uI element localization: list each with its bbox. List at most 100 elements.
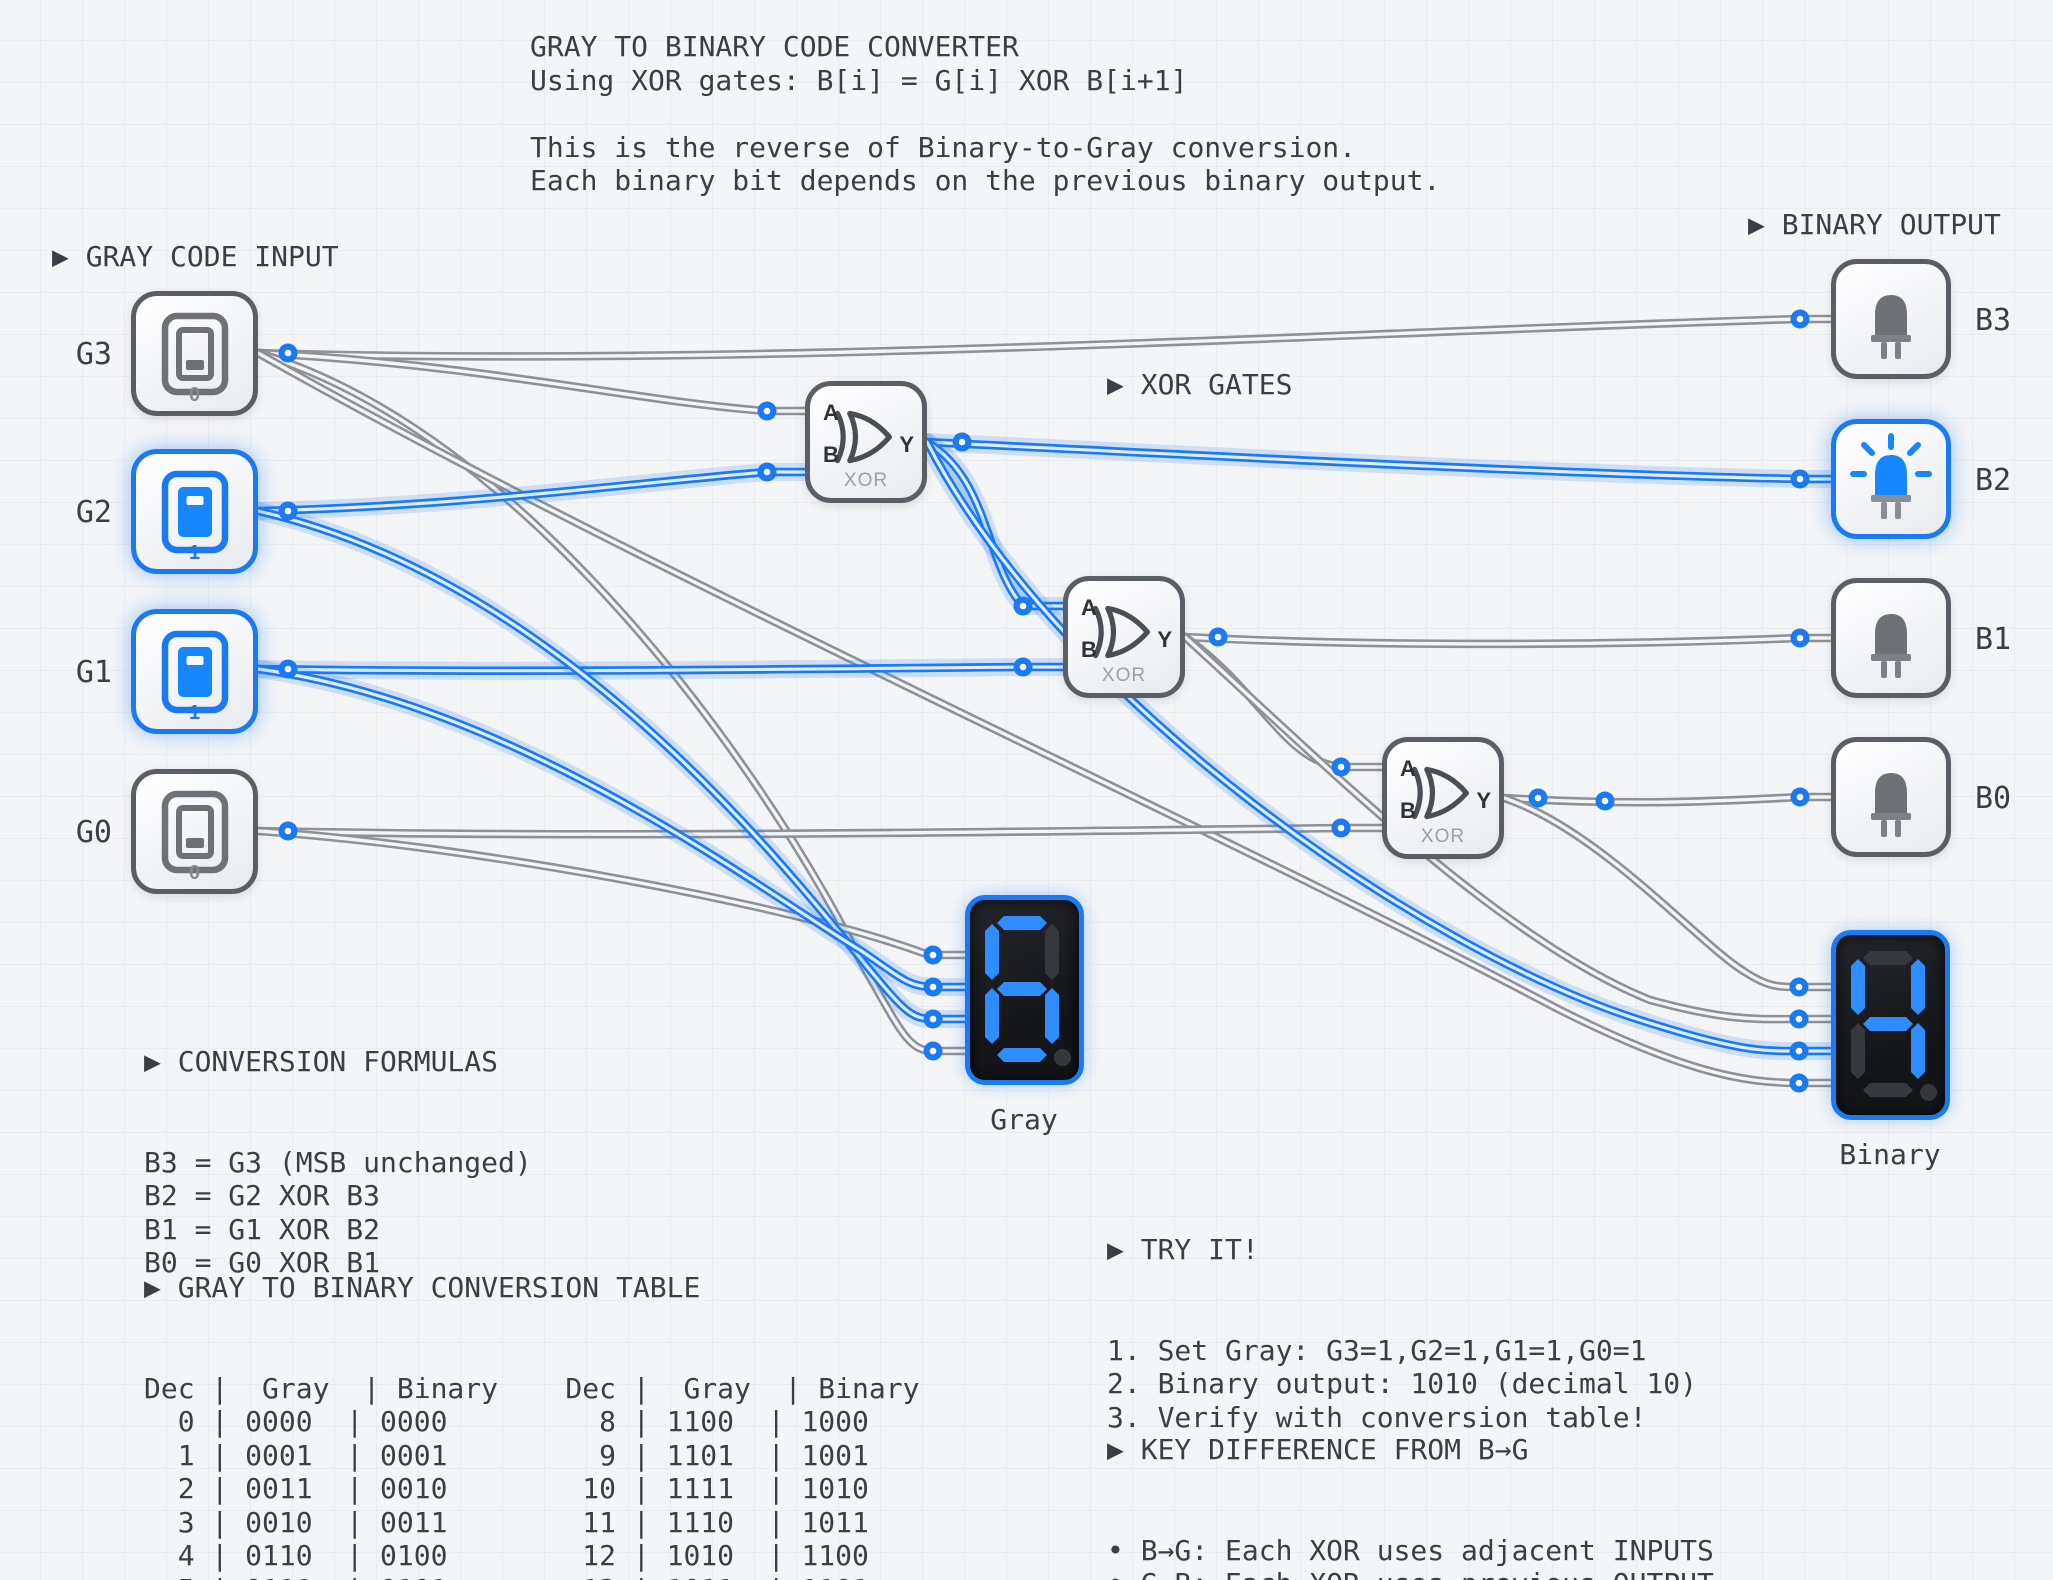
gate-port-a-label: A	[1081, 595, 1097, 620]
wire	[256, 317, 1833, 359]
wire	[256, 351, 1833, 1085]
led-icon	[1871, 295, 1911, 359]
segment-f	[985, 924, 999, 980]
switch-value: 1	[188, 542, 201, 564]
segment-e	[985, 988, 999, 1044]
wire	[256, 829, 967, 957]
text-line: Each binary bit depends on the previous …	[530, 164, 1441, 197]
text-line: This is the reverse of Binary-to-Gray co…	[530, 130, 1357, 164]
gate-port-a-label: A	[823, 400, 839, 425]
wire	[256, 351, 967, 1053]
try-it-block: ▶ TRY IT! 1. Set Gray: G3=1,G2=1,G1=1,G0…	[1107, 1166, 1697, 1501]
connection-port-dot-center	[958, 438, 966, 446]
text-line: • B→G: Each XOR uses adjacent INPUTS	[1107, 1533, 1714, 1567]
connection-port-dot-center	[1795, 983, 1803, 991]
led-icon	[1850, 433, 1932, 519]
gate-type-label: XOR	[1420, 826, 1466, 847]
switch-label-g0: G0	[75, 815, 112, 850]
toggle-switch-icon	[161, 630, 228, 713]
gate-port-b-label: B	[823, 442, 839, 467]
key-difference-title: ▶ KEY DIFFERENCE FROM B→G	[1107, 1433, 1529, 1466]
connection-port-dot-center	[929, 951, 937, 959]
wire	[1502, 795, 1833, 804]
table-row: 1 | 0001 | 0001 9 | 1101 | 1001	[144, 1438, 869, 1472]
gate-port-b-label: B	[1400, 798, 1416, 823]
decimal-point	[1054, 1049, 1071, 1066]
connection-port-dot-center	[1796, 475, 1804, 483]
formulas-title: ▶ CONVERSION FORMULAS	[144, 1045, 499, 1078]
wire	[1183, 635, 1833, 646]
wire	[253, 467, 810, 516]
toggle-switch-icon	[161, 790, 228, 873]
connection-port-dot-center	[1795, 1015, 1803, 1023]
text-line: 1. Set Gray: G3=1,G2=1,G1=1,G0=1	[1107, 1333, 1647, 1367]
wire	[256, 665, 1065, 673]
led-b1	[1831, 578, 1951, 698]
connection-port-dot-center	[284, 827, 292, 835]
led-icon	[1871, 614, 1911, 678]
xor-gate-2: A B Y XOR	[1063, 576, 1185, 698]
wire	[925, 440, 1065, 608]
switch-label-g1: G1	[75, 655, 112, 690]
segment-a	[997, 916, 1047, 930]
connection-port-dot-center	[1796, 793, 1804, 801]
wire	[1180, 632, 1387, 772]
gate-port-y-label: Y	[1157, 627, 1172, 652]
seven-segment-digit	[985, 916, 1059, 1062]
segment-c	[1045, 988, 1059, 1044]
wire	[253, 826, 970, 960]
text-line: B2 = G2 XOR B3	[144, 1179, 381, 1212]
switch-value: 0	[188, 384, 201, 406]
gate-type-label: XOR	[843, 470, 889, 491]
toggle-switch-icon	[161, 312, 228, 395]
connection-port-dot-center	[1214, 633, 1222, 641]
wire	[256, 470, 807, 513]
segment-d	[997, 1048, 1047, 1062]
switch-g2[interactable]: 1	[131, 449, 258, 574]
segment-g	[997, 982, 1047, 996]
switch-value: 1	[188, 702, 201, 724]
segment-g	[1863, 1017, 1913, 1031]
led-label-b3: B3	[1975, 303, 2012, 338]
text-line: B1 = G1 XOR B2	[144, 1212, 381, 1246]
seven-segment-digit	[1851, 951, 1925, 1097]
wire	[256, 351, 807, 413]
switch-label-g2: G2	[75, 495, 112, 530]
decimal-point	[1920, 1084, 1937, 1101]
text-line: GRAY TO BINARY CODE CONVERTER	[530, 30, 1019, 63]
gate-port-y-label: Y	[899, 432, 914, 457]
led-icon	[1871, 773, 1911, 837]
connection-port-dot-center	[1795, 1079, 1803, 1087]
switch-g3[interactable]: 0	[131, 291, 258, 416]
wire	[1183, 635, 1833, 1021]
text-line: • G→B: Each XOR uses previous OUTPUT	[1107, 1567, 1781, 1580]
segment-e	[1851, 1023, 1865, 1079]
segment-b	[1911, 959, 1925, 1015]
table-title: ▶ GRAY TO BINARY CONVERSION TABLE	[144, 1271, 701, 1304]
binary-output-heading: ▶ BINARY OUTPUT	[1748, 208, 2001, 241]
key-difference-bullets: • B→G: Each XOR uses adjacent INPUTS• G→…	[1107, 1534, 1781, 1580]
switch-label-g3: G3	[75, 337, 112, 372]
switch-g0[interactable]: 0	[131, 769, 258, 894]
table-row: 3 | 0010 | 0011 11 | 1110 | 1011	[144, 1505, 869, 1539]
toggle-switch-icon	[161, 470, 228, 553]
gate-port-b-label: B	[1081, 637, 1097, 662]
table-row: 2 | 0011 | 0010 10 | 1111 | 1010	[144, 1472, 869, 1505]
wire	[256, 826, 1384, 836]
table-rows: Dec | Gray | Binary Dec | Gray | Binary …	[144, 1372, 919, 1580]
table-row: Dec | Gray | Binary Dec | Gray | Binary	[144, 1371, 920, 1405]
connection-port-dot-center	[1796, 315, 1804, 323]
segment-c	[1911, 1023, 1925, 1079]
connection-port-dot-center	[929, 1015, 937, 1023]
table-row: 4 | 0110 | 0100 12 | 1010 | 1100	[144, 1539, 869, 1572]
display-label-gray: Gray	[990, 1103, 1058, 1136]
xor-symbol-icon	[1092, 605, 1150, 659]
switch-g1[interactable]: 1	[131, 609, 258, 734]
connection-port-dot-center	[1337, 763, 1345, 771]
text-line: B3 = G3 (MSB unchanged)	[144, 1145, 532, 1179]
connection-port-dot-center	[1019, 663, 1027, 671]
conversion-table: ▶ GRAY TO BINARY CONVERSION TABLE Dec | …	[144, 1204, 919, 1580]
